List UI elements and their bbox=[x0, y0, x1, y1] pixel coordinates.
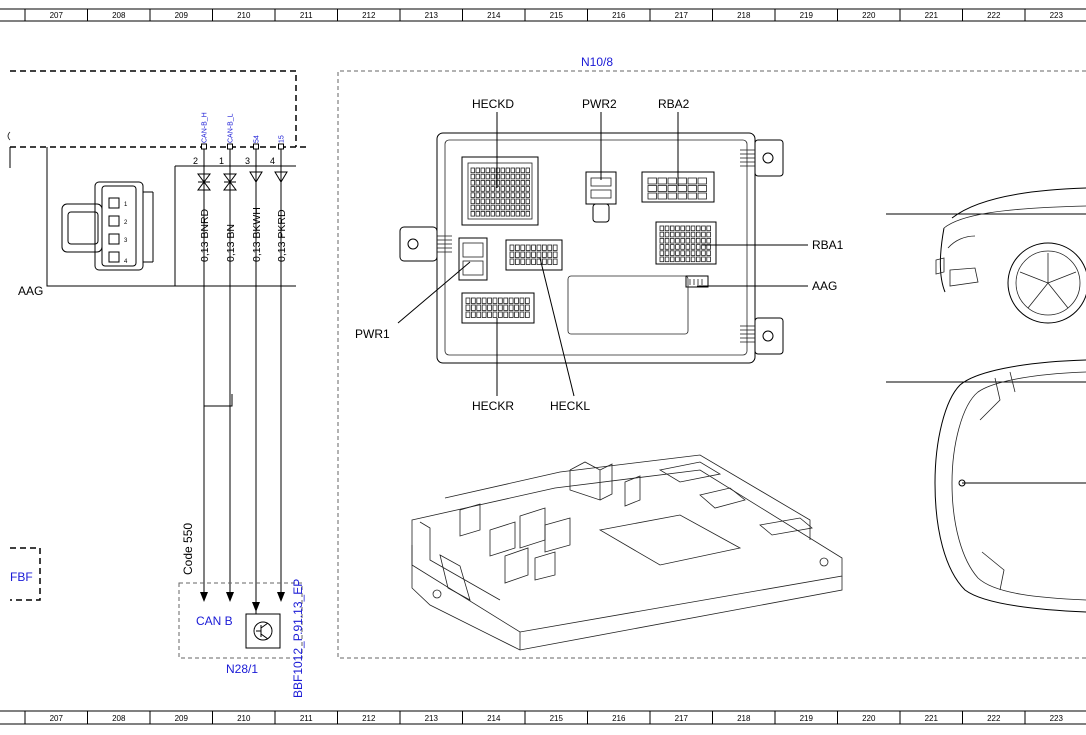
pin-number: 2 bbox=[193, 156, 198, 166]
code-label: Code 550 bbox=[181, 523, 195, 575]
top-ruler-number: 209 bbox=[175, 11, 189, 20]
top-ruler-number: 223 bbox=[1050, 11, 1064, 20]
label-heckl: HECKL bbox=[550, 399, 590, 413]
wire-1: 1 CAN-B_L 0,13 BN bbox=[219, 113, 237, 602]
top-ruler-number: 217 bbox=[675, 11, 689, 20]
connector-symbol bbox=[223, 173, 237, 191]
fbf-fragment: FBF bbox=[10, 547, 41, 601]
left-connector-aag: 1 2 3 4 AAG bbox=[18, 147, 296, 298]
wire-label: 0,13 BNRD bbox=[199, 208, 211, 262]
terminal-pin bbox=[201, 143, 207, 150]
top-ruler-number: 207 bbox=[50, 11, 64, 20]
module-isometric-view bbox=[411, 454, 843, 651]
wire-label: 0,13 BKWH bbox=[251, 207, 263, 262]
left-aag-label: AAG bbox=[18, 284, 43, 298]
wire-arrow bbox=[252, 602, 260, 612]
bottom-ruler-number: 210 bbox=[237, 714, 251, 723]
wire-label: 0,13 PKRD bbox=[276, 209, 288, 262]
pin-number: 1 bbox=[219, 156, 224, 166]
label-rba2: RBA2 bbox=[658, 97, 690, 111]
wire-4: 4 15 0,13 PKRD bbox=[270, 135, 288, 602]
bottom-ruler-number: 217 bbox=[675, 714, 689, 723]
top-ruler-number: 219 bbox=[800, 11, 814, 20]
label-heckr: HECKR bbox=[472, 399, 514, 413]
receiver-n28-1: CAN B N28/1 BBF1012_P.91.13_EP bbox=[178, 579, 305, 698]
signal-name: 15 bbox=[279, 135, 286, 143]
bottom-ruler-number: 216 bbox=[612, 714, 626, 723]
bottom-ruler-number: 214 bbox=[487, 714, 501, 723]
harness-boundary bbox=[7, 70, 310, 168]
bottom-ruler-number: 222 bbox=[987, 714, 1001, 723]
bottom-ruler-number: 208 bbox=[112, 714, 126, 723]
pin-number: 4 bbox=[270, 156, 275, 166]
bottom-ruler-number: 209 bbox=[175, 714, 189, 723]
connector-symbol bbox=[274, 171, 288, 183]
wire-label: 0,13 BN bbox=[225, 224, 237, 262]
label-rba1: RBA1 bbox=[812, 238, 844, 252]
connector-symbol bbox=[197, 173, 211, 191]
svg-text:3: 3 bbox=[124, 238, 128, 244]
wire-arrow bbox=[226, 592, 234, 602]
module-n10-8: N10/8 bbox=[337, 55, 1086, 659]
signal-name: CAN-B_H bbox=[202, 112, 209, 143]
pin-number: 3 bbox=[245, 156, 250, 166]
module-id: N10/8 bbox=[581, 55, 613, 69]
svg-text:4: 4 bbox=[124, 259, 128, 265]
wire-2: 2 CAN-B_H 0,13 BNRD bbox=[193, 112, 211, 602]
top-ruler-number: 211 bbox=[300, 11, 313, 20]
top-ruler-number: 212 bbox=[362, 11, 376, 20]
connector-symbol bbox=[249, 171, 263, 183]
svg-text:1: 1 bbox=[124, 202, 128, 208]
bottom-ruler-number: 212 bbox=[362, 714, 376, 723]
receiver-ref: BBF1012_P.91.13_EP bbox=[291, 579, 305, 698]
receiver-id: N28/1 bbox=[226, 662, 258, 676]
terminal-pin bbox=[253, 143, 259, 150]
terminal-pin bbox=[227, 143, 233, 150]
top-ruler-number: 218 bbox=[737, 11, 751, 20]
label-pwr2: PWR2 bbox=[582, 97, 617, 111]
bottom-ruler-number: 207 bbox=[50, 714, 64, 723]
wire-3: 3 54 0,13 BKWH bbox=[245, 135, 263, 614]
bottom-ruler-number: 219 bbox=[800, 714, 814, 723]
module-top-view: HECKD PWR2 RBA2 RBA1 AAG PWR1 HECKR HECK… bbox=[355, 97, 844, 413]
top-ruler-number: 215 bbox=[550, 11, 564, 20]
bottom-ruler-number: 213 bbox=[425, 714, 439, 723]
top-ruler: 207 208 209 210 211 212 213 214 215 216 217 218 219 2… bbox=[0, 8, 1086, 22]
wires: 2 CAN-B_H 0,13 BNRD 1 CAN-B_L 0,13 BN 3 54 0,13 … bbox=[193, 112, 288, 614]
top-ruler-number: 222 bbox=[987, 11, 1001, 20]
bottom-ruler-number: 218 bbox=[737, 714, 751, 723]
top-ruler-number: 221 bbox=[925, 11, 939, 20]
signal-name: CAN-B_L bbox=[228, 113, 235, 143]
top-ruler-number: 213 bbox=[425, 11, 439, 20]
bottom-ruler-number: 215 bbox=[550, 714, 564, 723]
bottom-ruler-number: 220 bbox=[862, 714, 876, 723]
wire-arrow bbox=[277, 592, 285, 602]
bottom-ruler-number: 221 bbox=[925, 714, 939, 723]
code-550-break: Code 550 bbox=[181, 394, 233, 575]
svg-text:2: 2 bbox=[124, 220, 128, 226]
top-ruler-number: 220 bbox=[862, 11, 876, 20]
label-heckd: HECKD bbox=[472, 97, 514, 111]
top-ruler-number: 214 bbox=[487, 11, 501, 20]
can-b-label: CAN B bbox=[196, 614, 233, 628]
top-ruler-number: 210 bbox=[237, 11, 251, 20]
signal-name: 54 bbox=[254, 135, 261, 143]
top-ruler-number: 208 bbox=[112, 11, 126, 20]
label-pwr1: PWR1 bbox=[355, 327, 390, 341]
bottom-ruler-number: 211 bbox=[300, 714, 313, 723]
top-ruler-number: 216 bbox=[612, 11, 626, 20]
bottom-ruler-number: 223 bbox=[1050, 714, 1064, 723]
vehicle-views bbox=[886, 187, 1086, 613]
label-aag: AAG bbox=[812, 279, 837, 293]
terminal-pin bbox=[278, 143, 284, 150]
fbf-label: FBF bbox=[10, 570, 33, 584]
bottom-ruler: 207 208 209 210 211 212 213 214 215 216 217 218 219 2… bbox=[0, 710, 1086, 725]
wire-arrow bbox=[200, 592, 208, 602]
